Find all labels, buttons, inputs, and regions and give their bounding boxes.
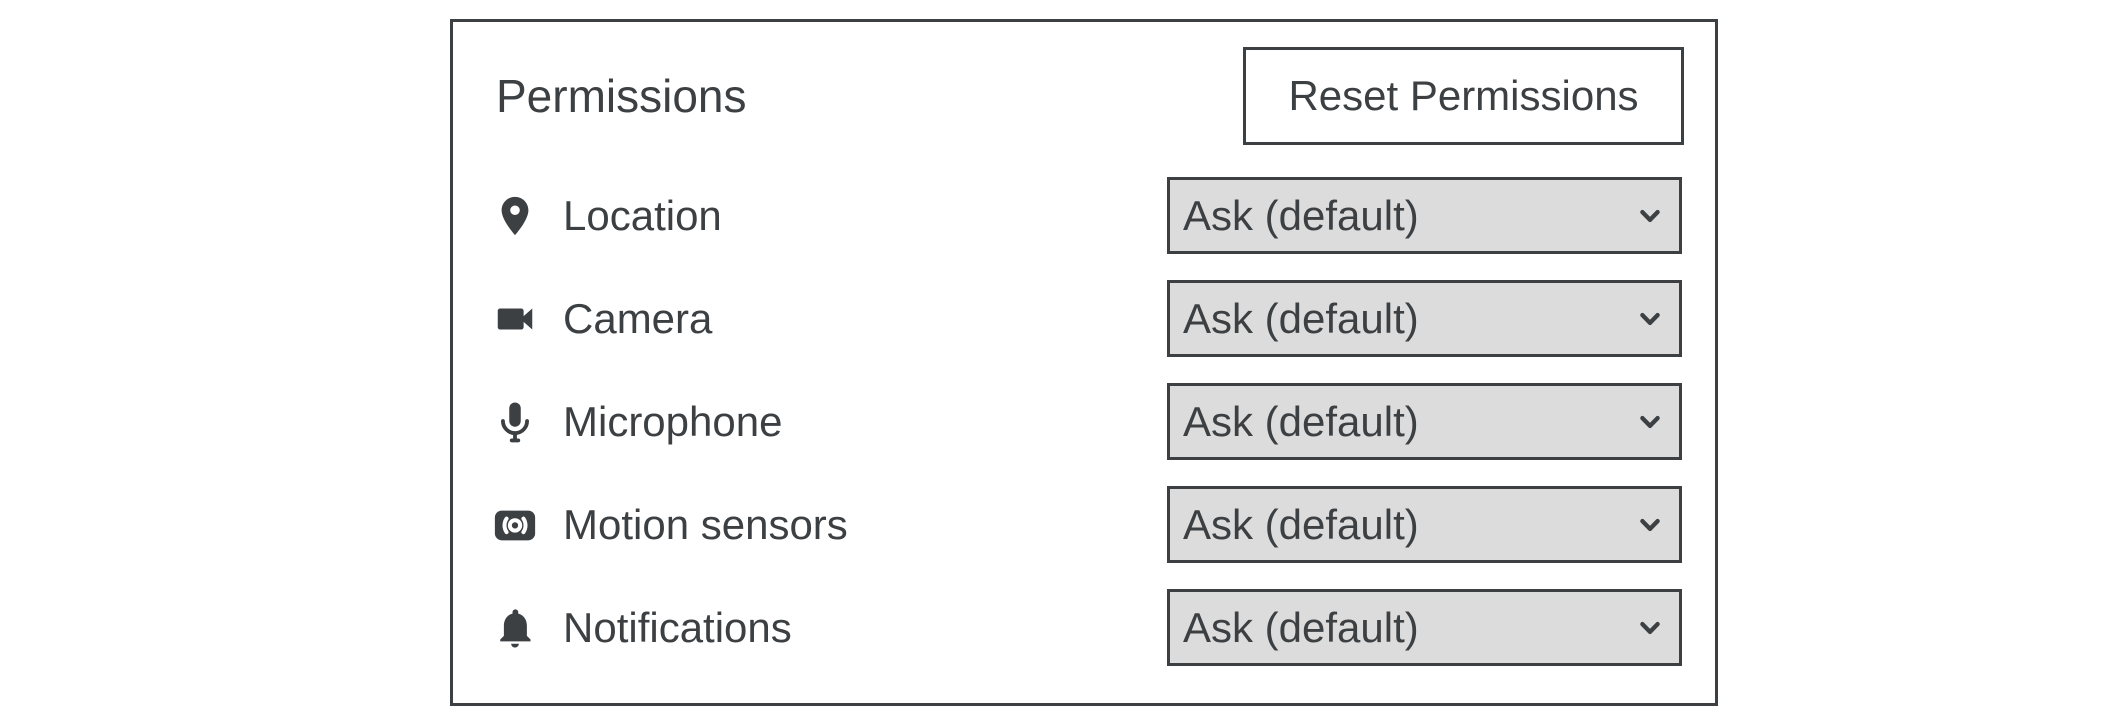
camera-icon [491, 295, 539, 343]
microphone-icon [491, 398, 539, 446]
location-permission-select[interactable]: Ask (default) [1167, 177, 1682, 254]
bell-icon [491, 604, 539, 652]
location-permission-select-wrap: Ask (default) [1167, 177, 1682, 254]
notifications-permission-select[interactable]: Ask (default) [1167, 589, 1682, 666]
notifications-permission-select-wrap: Ask (default) [1167, 589, 1682, 666]
permission-label-location: Location [563, 191, 722, 239]
permission-label-motion-sensors: Motion sensors [563, 500, 848, 548]
motion-sensors-permission-select[interactable]: Ask (default) [1167, 486, 1682, 563]
panel-title: Permissions [496, 70, 747, 122]
permissions-panel: Permissions Reset Permissions Location A… [450, 19, 1718, 706]
permission-row-location: Location Ask (default) [453, 177, 1715, 254]
permission-label-notifications: Notifications [563, 603, 792, 651]
camera-permission-select[interactable]: Ask (default) [1167, 280, 1682, 357]
permission-row-microphone: Microphone Ask (default) [453, 383, 1715, 460]
permission-label-microphone: Microphone [563, 397, 783, 445]
microphone-permission-select[interactable]: Ask (default) [1167, 383, 1682, 460]
motion-sensors-icon [491, 501, 539, 549]
permission-row-motion-sensors: Motion sensors Ask (default) [453, 486, 1715, 563]
permission-row-notifications: Notifications Ask (default) [453, 589, 1715, 666]
location-pin-icon [491, 192, 539, 240]
camera-permission-select-wrap: Ask (default) [1167, 280, 1682, 357]
reset-permissions-button[interactable]: Reset Permissions [1243, 47, 1684, 145]
permission-label-camera: Camera [563, 294, 713, 342]
motion-sensors-permission-select-wrap: Ask (default) [1167, 486, 1682, 563]
permission-row-camera: Camera Ask (default) [453, 280, 1715, 357]
microphone-permission-select-wrap: Ask (default) [1167, 383, 1682, 460]
